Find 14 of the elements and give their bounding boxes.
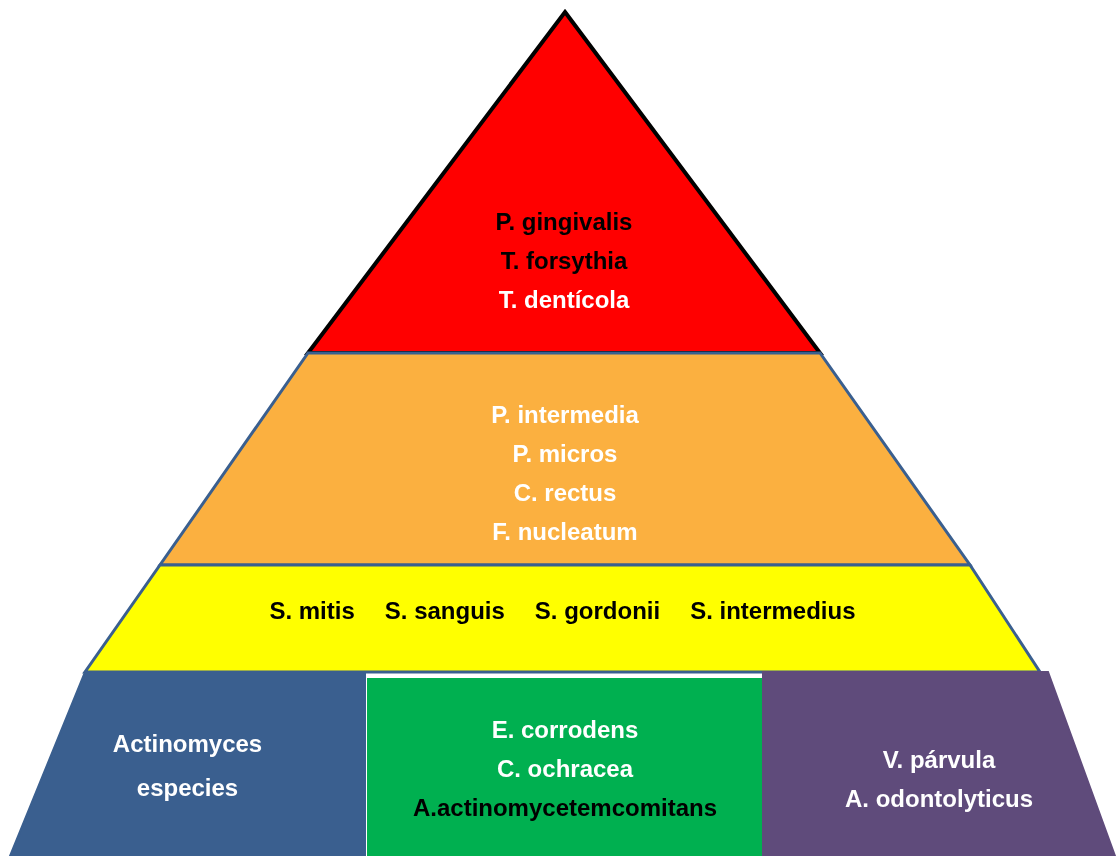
species-name: E. corrodens xyxy=(491,715,639,745)
species-name: A.actinomycetemcomitans xyxy=(412,793,718,823)
species-name: V. párvula xyxy=(882,745,996,775)
species-name: P. intermedia xyxy=(491,400,639,430)
species-name: A. odontolyticus xyxy=(845,784,1033,814)
species-name: S. mitis xyxy=(269,596,355,626)
species-name: S. gordonii xyxy=(534,596,661,626)
species-name: C. rectus xyxy=(513,478,617,508)
species-name: P. micros xyxy=(512,439,618,469)
species-name: S. intermedius xyxy=(690,596,856,626)
species-name: S. sanguis xyxy=(384,596,505,626)
species-name: Actinomyces especies xyxy=(111,729,264,803)
species-name: F. nucleatum xyxy=(492,517,638,547)
species-name: C. ochracea xyxy=(496,754,634,784)
